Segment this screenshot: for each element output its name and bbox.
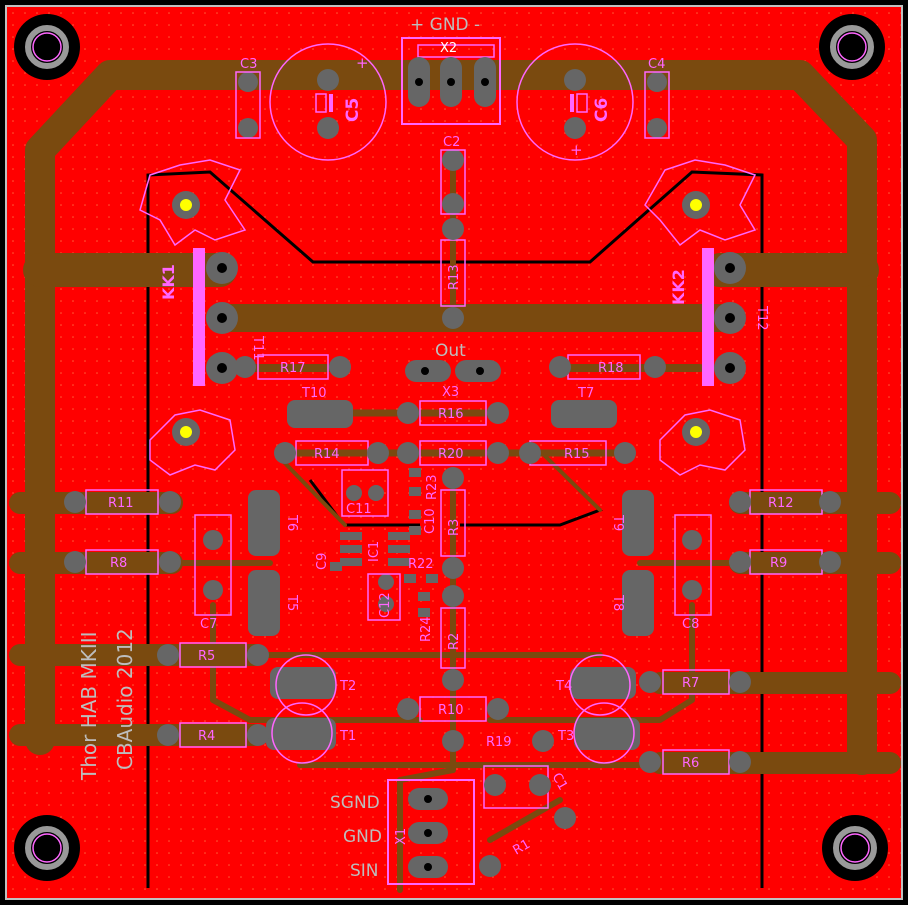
- designator-r9: R9: [770, 556, 787, 571]
- designator-r13: R13: [447, 264, 462, 290]
- connector-x1: [387, 779, 475, 885]
- small-transistors: [248, 400, 654, 750]
- designator-kk2: KK2: [669, 269, 688, 305]
- designator-c3: C3: [240, 57, 257, 72]
- designator-r16: R16: [438, 407, 464, 422]
- designator-r11: R11: [108, 496, 134, 511]
- designator-c2: C2: [443, 135, 460, 150]
- out-label: Out: [435, 341, 466, 361]
- designator-c12: C12: [378, 592, 393, 618]
- designator-c6: C6: [592, 98, 612, 122]
- sgnd-label: SGND: [330, 793, 380, 813]
- designator-plus1: +: [356, 54, 369, 72]
- designator-x3: X3: [442, 385, 459, 400]
- designator-t9: T9: [610, 514, 625, 531]
- designator-r19: R19: [486, 735, 512, 750]
- mount-hole-bottom-left: [14, 815, 80, 881]
- designator-r14: R14: [314, 447, 340, 462]
- mount-hole-top-right: [819, 14, 885, 80]
- designator-r4: R4: [198, 729, 215, 744]
- designator-c8: C8: [682, 617, 699, 632]
- designator-r5: R5: [198, 649, 215, 664]
- designator-c4: C4: [648, 57, 665, 72]
- designator-c10: C10: [423, 508, 438, 534]
- designator-t4: T4: [555, 679, 572, 694]
- designator-r12: R12: [768, 496, 794, 511]
- mounting-holes: [14, 14, 888, 881]
- designator-t6: T6: [284, 514, 299, 531]
- designator-t1: T1: [339, 729, 356, 744]
- designator-x1: X1: [394, 828, 409, 845]
- board-outline: [5, 5, 903, 900]
- designator-c5: C5: [343, 98, 363, 122]
- designator-r1: R1: [511, 837, 533, 859]
- designator-c11: C11: [346, 502, 372, 517]
- designator-plus2: +: [570, 141, 583, 159]
- designator-c7: C7: [200, 617, 217, 632]
- designator-r20: R20: [438, 447, 464, 462]
- designator-r10: R10: [438, 703, 464, 718]
- transistor-outlines: [271, 654, 635, 764]
- designator-ic1: IC1: [367, 541, 382, 562]
- capacitor-c6: [516, 43, 634, 161]
- designator-r3: R3: [447, 519, 462, 536]
- designator-t2: T2: [339, 679, 356, 694]
- gnd-input-label: GND: [343, 827, 382, 847]
- capacitor-c5: [269, 43, 387, 161]
- designator-r18: R18: [598, 361, 624, 376]
- designator-r17: R17: [280, 361, 306, 376]
- designator-r23: R23: [425, 474, 440, 500]
- designator-t12: T12: [754, 305, 769, 330]
- board-subtitle: CBAudio 2012: [113, 628, 137, 770]
- designator-t11: T11: [250, 335, 265, 360]
- connector-x3: [405, 360, 501, 382]
- designator-t10: T10: [301, 386, 326, 401]
- transistor-t11: [172, 191, 238, 446]
- board-title: Thor HAB MKIII: [77, 631, 101, 781]
- designator-r22: R22: [408, 557, 434, 572]
- component-designators: X2 X3 X1 C3 C4 C2 C5 C6 + + KK1 KK2 T11 …: [108, 41, 794, 858]
- resistors: [64, 71, 841, 877]
- designator-x2: X2: [440, 41, 457, 56]
- mount-hole-top-left: [14, 14, 80, 80]
- sin-label: SIN: [350, 861, 379, 881]
- labels: + GND - Out Thor HAB MKIII CBAudio 2012 …: [77, 15, 480, 881]
- mount-hole-bottom-right: [822, 815, 888, 881]
- connector-x2: [401, 37, 501, 125]
- designator-r15: R15: [564, 447, 590, 462]
- designator-t3: T3: [557, 729, 574, 744]
- designator-t7: T7: [577, 386, 594, 401]
- designator-r8: R8: [110, 556, 127, 571]
- designator-kk1: KK1: [159, 264, 178, 300]
- designator-t8: T8: [610, 594, 625, 611]
- gnd-label: + GND -: [410, 15, 480, 35]
- transistor-t12: [682, 191, 746, 446]
- designator-t5: T5: [284, 594, 299, 611]
- designator-r2: R2: [447, 633, 462, 650]
- designator-r7: R7: [682, 676, 699, 691]
- heatsink-outlines: [139, 159, 757, 476]
- designator-r24: R24: [419, 616, 434, 642]
- smd-parts: [330, 468, 438, 617]
- designator-r6: R6: [682, 756, 699, 771]
- designator-c9: C9: [315, 553, 330, 570]
